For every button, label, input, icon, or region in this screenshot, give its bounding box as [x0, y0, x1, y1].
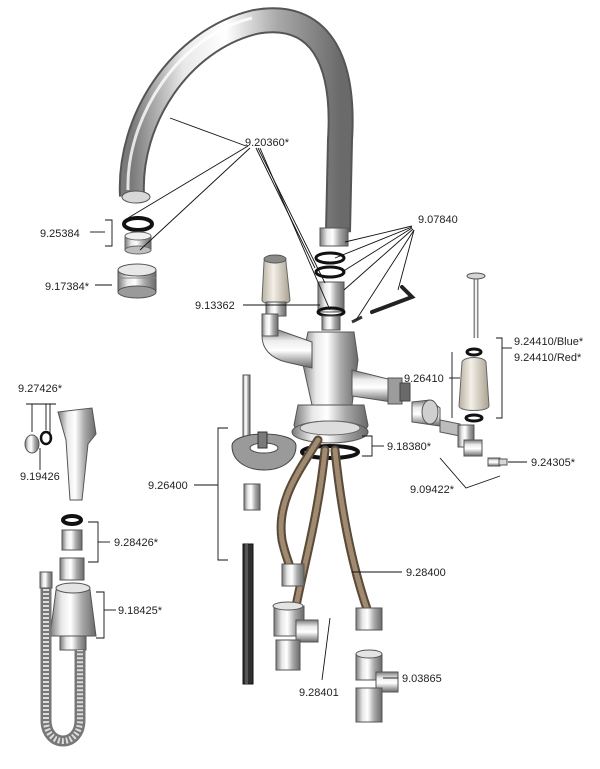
- part-labels: 9.20360* 9.25384 9.17384* 9.07840 9.1336…: [18, 137, 584, 699]
- tap-body-drawing: [261, 328, 411, 436]
- right-handle-drawing: [458, 272, 490, 423]
- label-valve-cartridge: 9.26410: [404, 373, 444, 385]
- isolation-valve-drawing: [355, 649, 399, 723]
- spout-coupling-drawing: [314, 251, 346, 331]
- label-handle-blue: 9.24410/Blue*: [514, 336, 584, 348]
- aerator-washer-drawing: [122, 216, 154, 255]
- hose-connector-drawing: [272, 601, 319, 671]
- handle-screw-drawing: [487, 457, 508, 467]
- leader-lines: [26, 117, 527, 681]
- flexible-hoses-drawing: [276, 435, 383, 631]
- aerator-housing-drawing: [117, 263, 157, 299]
- label-flex-hose: 9.28400: [406, 567, 446, 579]
- valve-cartridge-drawing: [411, 399, 483, 457]
- label-spout: 9.20360*: [245, 137, 290, 149]
- label-screws: 9.07840: [418, 214, 458, 226]
- label-hose-connector: 9.28401: [299, 687, 339, 699]
- label-side-spray-washer: 9.19426: [20, 471, 60, 483]
- label-handle-red: 9.24410/Red*: [514, 352, 582, 364]
- label-aerator-housing: 9.17384*: [45, 281, 90, 293]
- label-mounting-kit: 9.26400: [148, 480, 188, 492]
- label-base-gasket: 9.18380*: [387, 441, 432, 453]
- label-spray-holder: 9.18425*: [118, 605, 163, 617]
- label-spray-fittings: 9.28426*: [114, 537, 159, 549]
- label-side-spray-head: 9.27426*: [18, 383, 63, 395]
- label-isolation-valve: 9.03865: [402, 673, 442, 685]
- base-gasket-drawing: [291, 420, 369, 460]
- allen-key-drawing: [370, 285, 416, 314]
- label-lever-assembly: 9.09422*: [410, 484, 455, 496]
- spout-drawing: [118, 7, 354, 247]
- label-aerator-washer: 9.25384: [40, 228, 80, 240]
- left-handle-drawing: [261, 254, 291, 337]
- side-spray-drawing: [24, 407, 97, 651]
- mounting-kit-drawing: [231, 374, 297, 685]
- label-handle-screw: 9.24305*: [531, 457, 576, 469]
- spray-hose-drawing: [39, 571, 86, 747]
- label-cartridge-adapter: 9.13362: [195, 300, 235, 312]
